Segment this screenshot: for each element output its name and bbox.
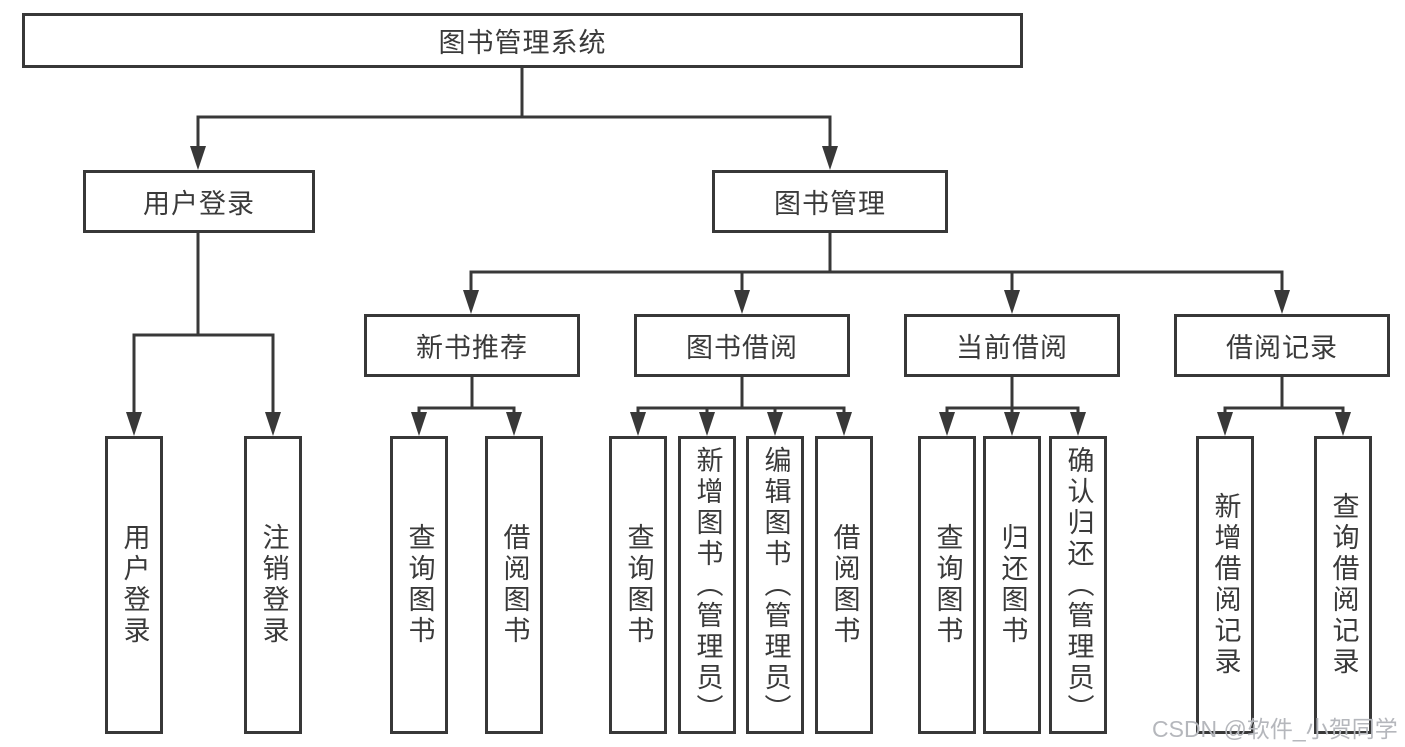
node-book-management: 图书管理 xyxy=(712,170,948,233)
node-label: 图书管理系统 xyxy=(438,28,607,58)
leaf-add-books-admin: 新增图书（管理员） xyxy=(678,436,736,734)
node-label: 借阅图书 xyxy=(829,523,860,647)
leaf-query-books: 查询图书 xyxy=(609,436,667,734)
node-label: 查询图书 xyxy=(404,523,435,647)
leaf-add-borrow-record: 新增借阅记录 xyxy=(1196,436,1254,734)
node-label: 用户登录 xyxy=(119,523,150,647)
leaf-edit-books-admin: 编辑图书（管理员） xyxy=(746,436,804,734)
node-label: 当前借阅 xyxy=(956,333,1068,363)
node-label: 归还图书 xyxy=(997,523,1028,647)
node-label: 新增图书（管理员） xyxy=(692,445,723,725)
leaf-query-books: 查询图书 xyxy=(918,436,976,734)
csdn-watermark: CSDN @软件_小贺同学 xyxy=(1152,716,1398,742)
node-label: 编辑图书（管理员） xyxy=(760,445,791,725)
leaf-borrow-books: 借阅图书 xyxy=(485,436,543,734)
leaf-logout: 注销登录 xyxy=(244,436,302,734)
node-label: 新增借阅记录 xyxy=(1210,492,1241,678)
leaf-query-books: 查询图书 xyxy=(390,436,448,734)
leaf-return-books: 归还图书 xyxy=(983,436,1041,734)
node-label: 新书推荐 xyxy=(416,333,528,363)
leaf-confirm-return-admin: 确认归还（管理员） xyxy=(1049,436,1107,734)
leaf-query-borrow-record: 查询借阅记录 xyxy=(1314,436,1372,734)
node-book-borrowing: 图书借阅 xyxy=(634,314,850,377)
node-label: 借阅记录 xyxy=(1226,333,1338,363)
node-user-login: 用户登录 xyxy=(83,170,315,233)
node-label: 查询图书 xyxy=(623,523,654,647)
node-new-book-recommend: 新书推荐 xyxy=(364,314,580,377)
node-label: 图书借阅 xyxy=(686,333,798,363)
node-label: 查询借阅记录 xyxy=(1328,492,1359,678)
node-label: 借阅图书 xyxy=(499,523,530,647)
node-label: 用户登录 xyxy=(143,189,255,219)
node-label: 确认归还（管理员） xyxy=(1063,445,1094,725)
node-label: 图书管理 xyxy=(774,189,886,219)
node-label: 注销登录 xyxy=(258,523,289,647)
node-label: 查询图书 xyxy=(932,523,963,647)
leaf-borrow-books: 借阅图书 xyxy=(815,436,873,734)
node-library-system: 图书管理系统 xyxy=(22,13,1023,68)
leaf-user-login: 用户登录 xyxy=(105,436,163,734)
node-borrowing-records: 借阅记录 xyxy=(1174,314,1390,377)
node-current-borrowing: 当前借阅 xyxy=(904,314,1120,377)
